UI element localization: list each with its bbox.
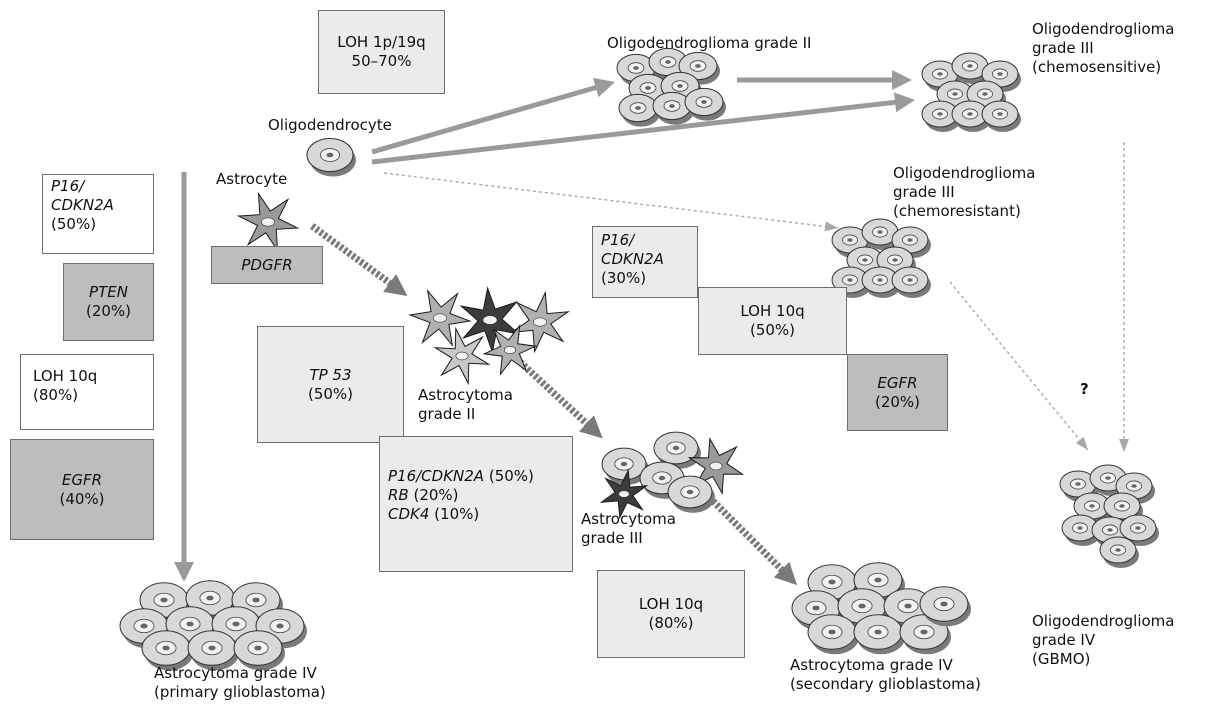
arrows-layer bbox=[174, 70, 1129, 586]
astrocytoma-grade-4-primary-label: Astrocytoma grade IV (primary glioblasto… bbox=[154, 664, 326, 701]
left-p16-cdkn2a-box: P16/ CDKN2A (50%) bbox=[42, 174, 154, 254]
bottom-loh-10q-box: LOH 10q (80%) bbox=[597, 570, 745, 658]
oligodendrocyte-label: Oligodendrocyte bbox=[268, 116, 392, 134]
oligodendroglioma-grade-2-label: Oligodendroglioma grade II bbox=[607, 34, 812, 52]
arrow-grade3-sens-to-grade4 bbox=[1119, 142, 1129, 452]
oligodendrocyte-cell bbox=[306, 137, 356, 177]
astrocytoma-grade-2-label: Astrocytoma grade II bbox=[418, 386, 513, 423]
arrow-grade3-res-to-grade4 bbox=[949, 281, 1089, 451]
astrocytoma-grade-4-secondary-label: Astrocytoma grade IV (secondary glioblas… bbox=[790, 656, 981, 693]
astrocytoma-grade-3-label: Astrocytoma grade III bbox=[581, 510, 676, 547]
oligodendroglioma-grade-3-sens-cells bbox=[921, 52, 1021, 132]
oligodendroglioma-grade-4-cells bbox=[1059, 464, 1159, 568]
mid-egfr-box: EGFR (20%) bbox=[847, 354, 948, 431]
astrocytoma-grade-3-cells bbox=[599, 431, 745, 520]
astrocyte-cell bbox=[236, 191, 300, 253]
p16-rb-cdk4-box: P16/CDKN2A (50%) RB (20%) CDK4 (10%) bbox=[379, 436, 573, 572]
arrow-oligodendrocyte-to-grade3-sens bbox=[371, 92, 915, 165]
left-pten-box: PTEN (20%) bbox=[63, 263, 154, 341]
question-mark: ? bbox=[1080, 380, 1089, 398]
oligodendroglioma-grade-3-chemosensitive-label: Oligodendroglioma grade III (chemosensit… bbox=[1032, 20, 1175, 76]
mid-loh-10q-box: LOH 10q (50%) bbox=[698, 287, 847, 355]
arrow-oligodendrocyte-to-grade3-res bbox=[383, 172, 839, 232]
astrocytoma-grade-4-primary-cells bbox=[119, 580, 307, 671]
oligodendroglioma-grade-2-cells bbox=[616, 47, 726, 127]
oligodendroglioma-grade-3-chemoresistant-label: Oligodendroglioma grade III (chemoresist… bbox=[893, 164, 1036, 220]
arrow-astro3-to-astro4 bbox=[703, 491, 798, 586]
left-egfr-box: EGFR (40%) bbox=[10, 439, 154, 540]
loh-1p19q-box: LOH 1p/19q 50–70% bbox=[318, 10, 445, 94]
arrow-astrocyte-to-astro2 bbox=[309, 223, 408, 296]
astrocytoma-grade-4-secondary-cells bbox=[791, 562, 971, 655]
oligodendroglioma-grade-3-res-cells bbox=[831, 218, 931, 298]
pdgfr-box: PDGFR bbox=[211, 246, 323, 284]
arrow-primary-pathway bbox=[174, 172, 194, 582]
tp53-box: TP 53 (50%) bbox=[257, 326, 404, 443]
arrow-grade2-to-grade3-sens bbox=[737, 70, 912, 90]
astrocytoma-grade-2-cells bbox=[408, 286, 571, 386]
oligodendroglioma-grade-4-label: Oligodendroglioma grade IV (GBMO) bbox=[1032, 612, 1175, 668]
left-loh-10q-box: LOH 10q (80%) bbox=[20, 354, 154, 430]
astrocyte-label: Astrocyte bbox=[216, 170, 288, 188]
arrow-oligodendrocyte-to-grade2 bbox=[371, 77, 615, 155]
arrow-astro2-to-astro3 bbox=[517, 359, 603, 439]
mid-p16-cdkn2a-box: P16/ CDKN2A (30%) bbox=[592, 226, 698, 298]
cells-layer bbox=[119, 47, 1159, 671]
